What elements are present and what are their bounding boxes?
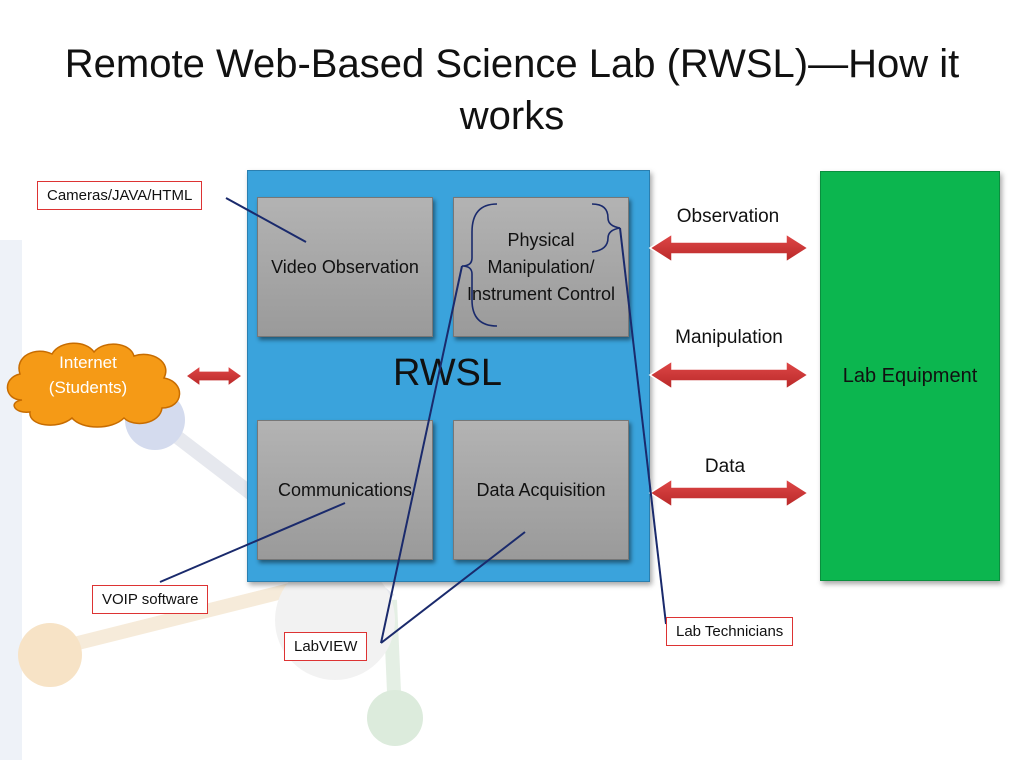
rwsl-label: RWSL xyxy=(392,352,503,394)
internet-students-label: Internet (Students) xyxy=(48,353,128,397)
left-edge-shade xyxy=(0,240,22,760)
internet-cloud xyxy=(6,342,181,428)
video-observation-module: Video Observation xyxy=(257,197,433,337)
voip-software-callout: VOIP software xyxy=(92,585,209,614)
lab-technicians-callout: Lab Technicians xyxy=(666,617,794,646)
physical-manipulation-module: Physical Manipulation/ Instrument Contro… xyxy=(453,197,629,337)
manipulation-label: Manipulation xyxy=(675,327,783,348)
lab-equipment-box: Lab Equipment xyxy=(820,171,1000,581)
page-title: Remote Web-Based Science Lab (RWSL)—How … xyxy=(64,42,960,138)
molecule-atom-orange xyxy=(18,623,82,687)
observation-label: Observation xyxy=(676,206,780,227)
labview-callout: LabVIEW xyxy=(284,632,368,661)
molecule-atom-green xyxy=(367,690,423,746)
communications-module: Communications xyxy=(257,420,433,560)
data-label: Data xyxy=(704,456,746,477)
data-acquisition-module: Data Acquisition xyxy=(453,420,629,560)
cameras-java-html-callout: Cameras/JAVA/HTML xyxy=(37,181,203,210)
